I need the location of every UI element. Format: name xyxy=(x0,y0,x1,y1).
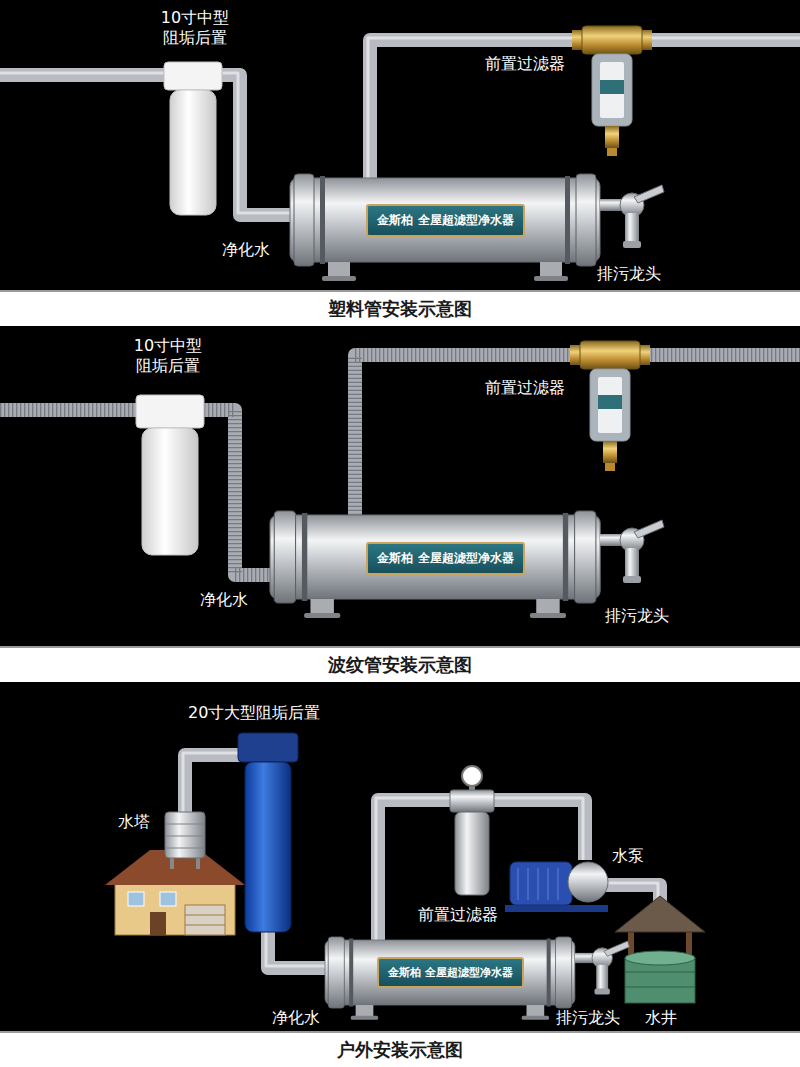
part-label: 排污龙头 xyxy=(597,264,661,284)
product-name: 金斯柏 全屋超滤型净水器 xyxy=(377,212,513,229)
part-label: 水塔 xyxy=(118,812,150,832)
part-label: 排污龙头 xyxy=(556,1008,620,1028)
post-filter-large xyxy=(238,733,298,932)
corrugated-pipes xyxy=(0,355,800,575)
part-label: 水泵 xyxy=(612,846,644,866)
purifier-tank xyxy=(290,174,600,281)
part-label: 10寸中型 阻垢后置 xyxy=(155,8,235,48)
pre-filter xyxy=(572,26,652,156)
caption-text: 波纹管安装示意图 xyxy=(328,653,472,677)
pre-filter xyxy=(450,766,494,895)
pre-filter xyxy=(570,341,650,471)
post-filter xyxy=(136,395,204,555)
part-label: 净化水 xyxy=(200,590,248,610)
part-label: 前置过滤器 xyxy=(418,905,498,925)
water-pump xyxy=(505,862,608,912)
house xyxy=(105,850,245,935)
drain-faucet xyxy=(600,520,664,583)
caption-band: 塑料管安装示意图 xyxy=(0,290,800,326)
part-label: 排污龙头 xyxy=(605,606,669,626)
drain-faucet xyxy=(600,185,664,248)
part-label: 10寸中型 阻垢后置 xyxy=(128,336,208,376)
caption-band: 波纹管安装示意图 xyxy=(0,646,800,682)
part-label: 前置过滤器 xyxy=(485,54,565,74)
part-label: 前置过滤器 xyxy=(485,378,565,398)
product-plate: 金斯柏 全屋超滤型净水器 xyxy=(366,204,525,237)
part-label: 净化水 xyxy=(272,1008,320,1028)
caption-text: 塑料管安装示意图 xyxy=(328,297,472,321)
purifier-tank xyxy=(325,937,575,1020)
water-tower xyxy=(165,812,205,869)
part-label: 水井 xyxy=(645,1008,677,1028)
post-filter xyxy=(164,62,222,215)
caption-band: 户外安装示意图 xyxy=(0,1031,800,1067)
product-plate: 金斯柏 全屋超滤型净水器 xyxy=(366,542,525,575)
drain-faucet xyxy=(575,941,629,995)
product-name: 金斯柏 全屋超滤型净水器 xyxy=(388,965,513,980)
caption-text: 户外安装示意图 xyxy=(337,1038,463,1062)
part-label: 净化水 xyxy=(222,240,270,260)
product-plate: 金斯柏 全屋超滤型净水器 xyxy=(377,957,524,988)
part-label: 20寸大型阻垢后置 xyxy=(188,703,320,723)
purifier-tank xyxy=(270,511,600,618)
outdoor-pipes xyxy=(183,753,660,968)
water-well xyxy=(615,896,705,1003)
product-name: 金斯柏 全屋超滤型净水器 xyxy=(377,550,513,567)
